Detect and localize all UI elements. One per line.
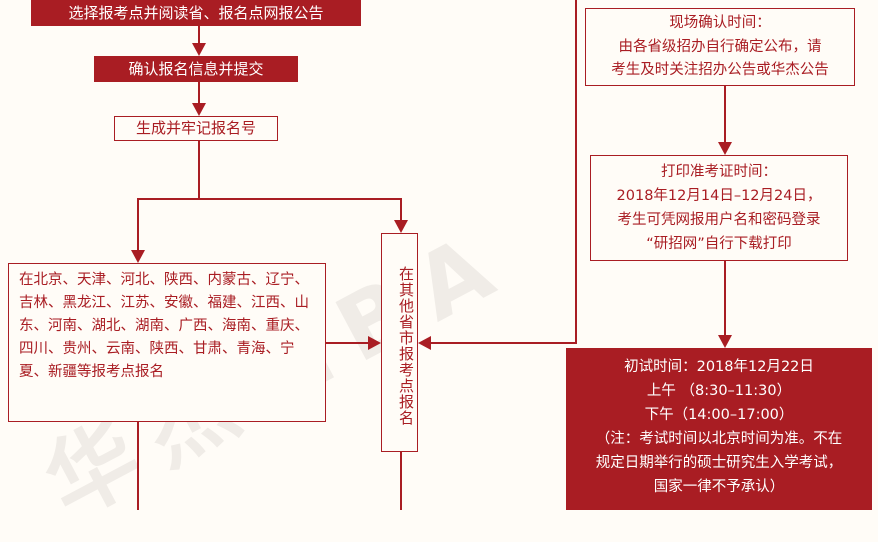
exam-time-box: 初试时间：2018年12月22日上午 （8:30–11:30） 下午（14:00–…: [566, 348, 872, 510]
connector-line: [724, 86, 726, 143]
arrow-down-icon: [192, 43, 206, 56]
branch-other-sites: 在其他省市报考点报名: [381, 233, 418, 452]
arrow-down-icon: [718, 142, 732, 155]
arrow-down-icon: [718, 335, 732, 348]
exam-note: （注：考试时间以北京时间为准。不在: [595, 431, 843, 447]
exam-note: 国家一律不予承认）: [653, 479, 785, 495]
arrow-left-icon: [418, 336, 431, 350]
connector-line: [400, 198, 402, 222]
arrow-down-icon: [394, 220, 408, 233]
arrow-right-icon: [368, 336, 381, 350]
admission-ticket-box: 打印准考证时间： 2018年12月14日–12月24日， 考生可凭网报用户名和密码登…: [590, 155, 848, 261]
step-confirm-info: 确认报名信息并提交: [94, 56, 298, 82]
confirm-title: 现场确认时间：: [669, 15, 771, 31]
connector-line: [326, 342, 370, 344]
connector-line: [430, 342, 577, 344]
print-line: “研招网”自行下载打印: [646, 236, 792, 252]
connector-line: [400, 452, 402, 510]
exam-note: 规定日期举行的硕士研究生入学考试，: [595, 455, 843, 471]
connector-line: [137, 198, 402, 200]
exam-date: 初试时间：2018年12月22日: [624, 359, 814, 375]
onsite-confirmation-box: 现场确认时间： 由各省级招办自行确定公布，请考生及时关注招办公告或华杰公告: [585, 8, 855, 86]
connector-line: [724, 261, 726, 336]
branch-local-sites: 在北京、天津、河北、陕西、内蒙古、辽宁、吉林、黑龙江、江苏、安徽、福建、江西、山…: [8, 263, 326, 422]
step-select-site: 选择报考点并阅读省、报名点网报公告: [31, 0, 361, 26]
print-line: 考生可凭网报用户名和密码登录: [617, 212, 821, 228]
connector-line: [137, 198, 139, 252]
connector-line: [575, 0, 577, 344]
connector-line: [137, 422, 139, 510]
exam-afternoon: 下午（14:00–17:00）: [644, 407, 794, 423]
exam-morning: 上午 （8:30–11:30）: [646, 383, 792, 399]
print-line: 2018年12月14日–12月24日，: [616, 188, 822, 204]
connector-line: [198, 141, 200, 199]
arrow-down-icon: [192, 103, 206, 116]
confirm-line: 由各省级招办自行确定公布，请: [618, 38, 822, 55]
print-title: 打印准考证时间：: [661, 164, 777, 180]
connector-line: [198, 82, 200, 104]
confirm-line: 考生及时关注招办公告或华杰公告: [611, 62, 829, 78]
arrow-down-icon: [131, 250, 145, 263]
step-registration-number: 生成并牢记报名号: [114, 116, 278, 141]
connector-line: [198, 26, 200, 46]
